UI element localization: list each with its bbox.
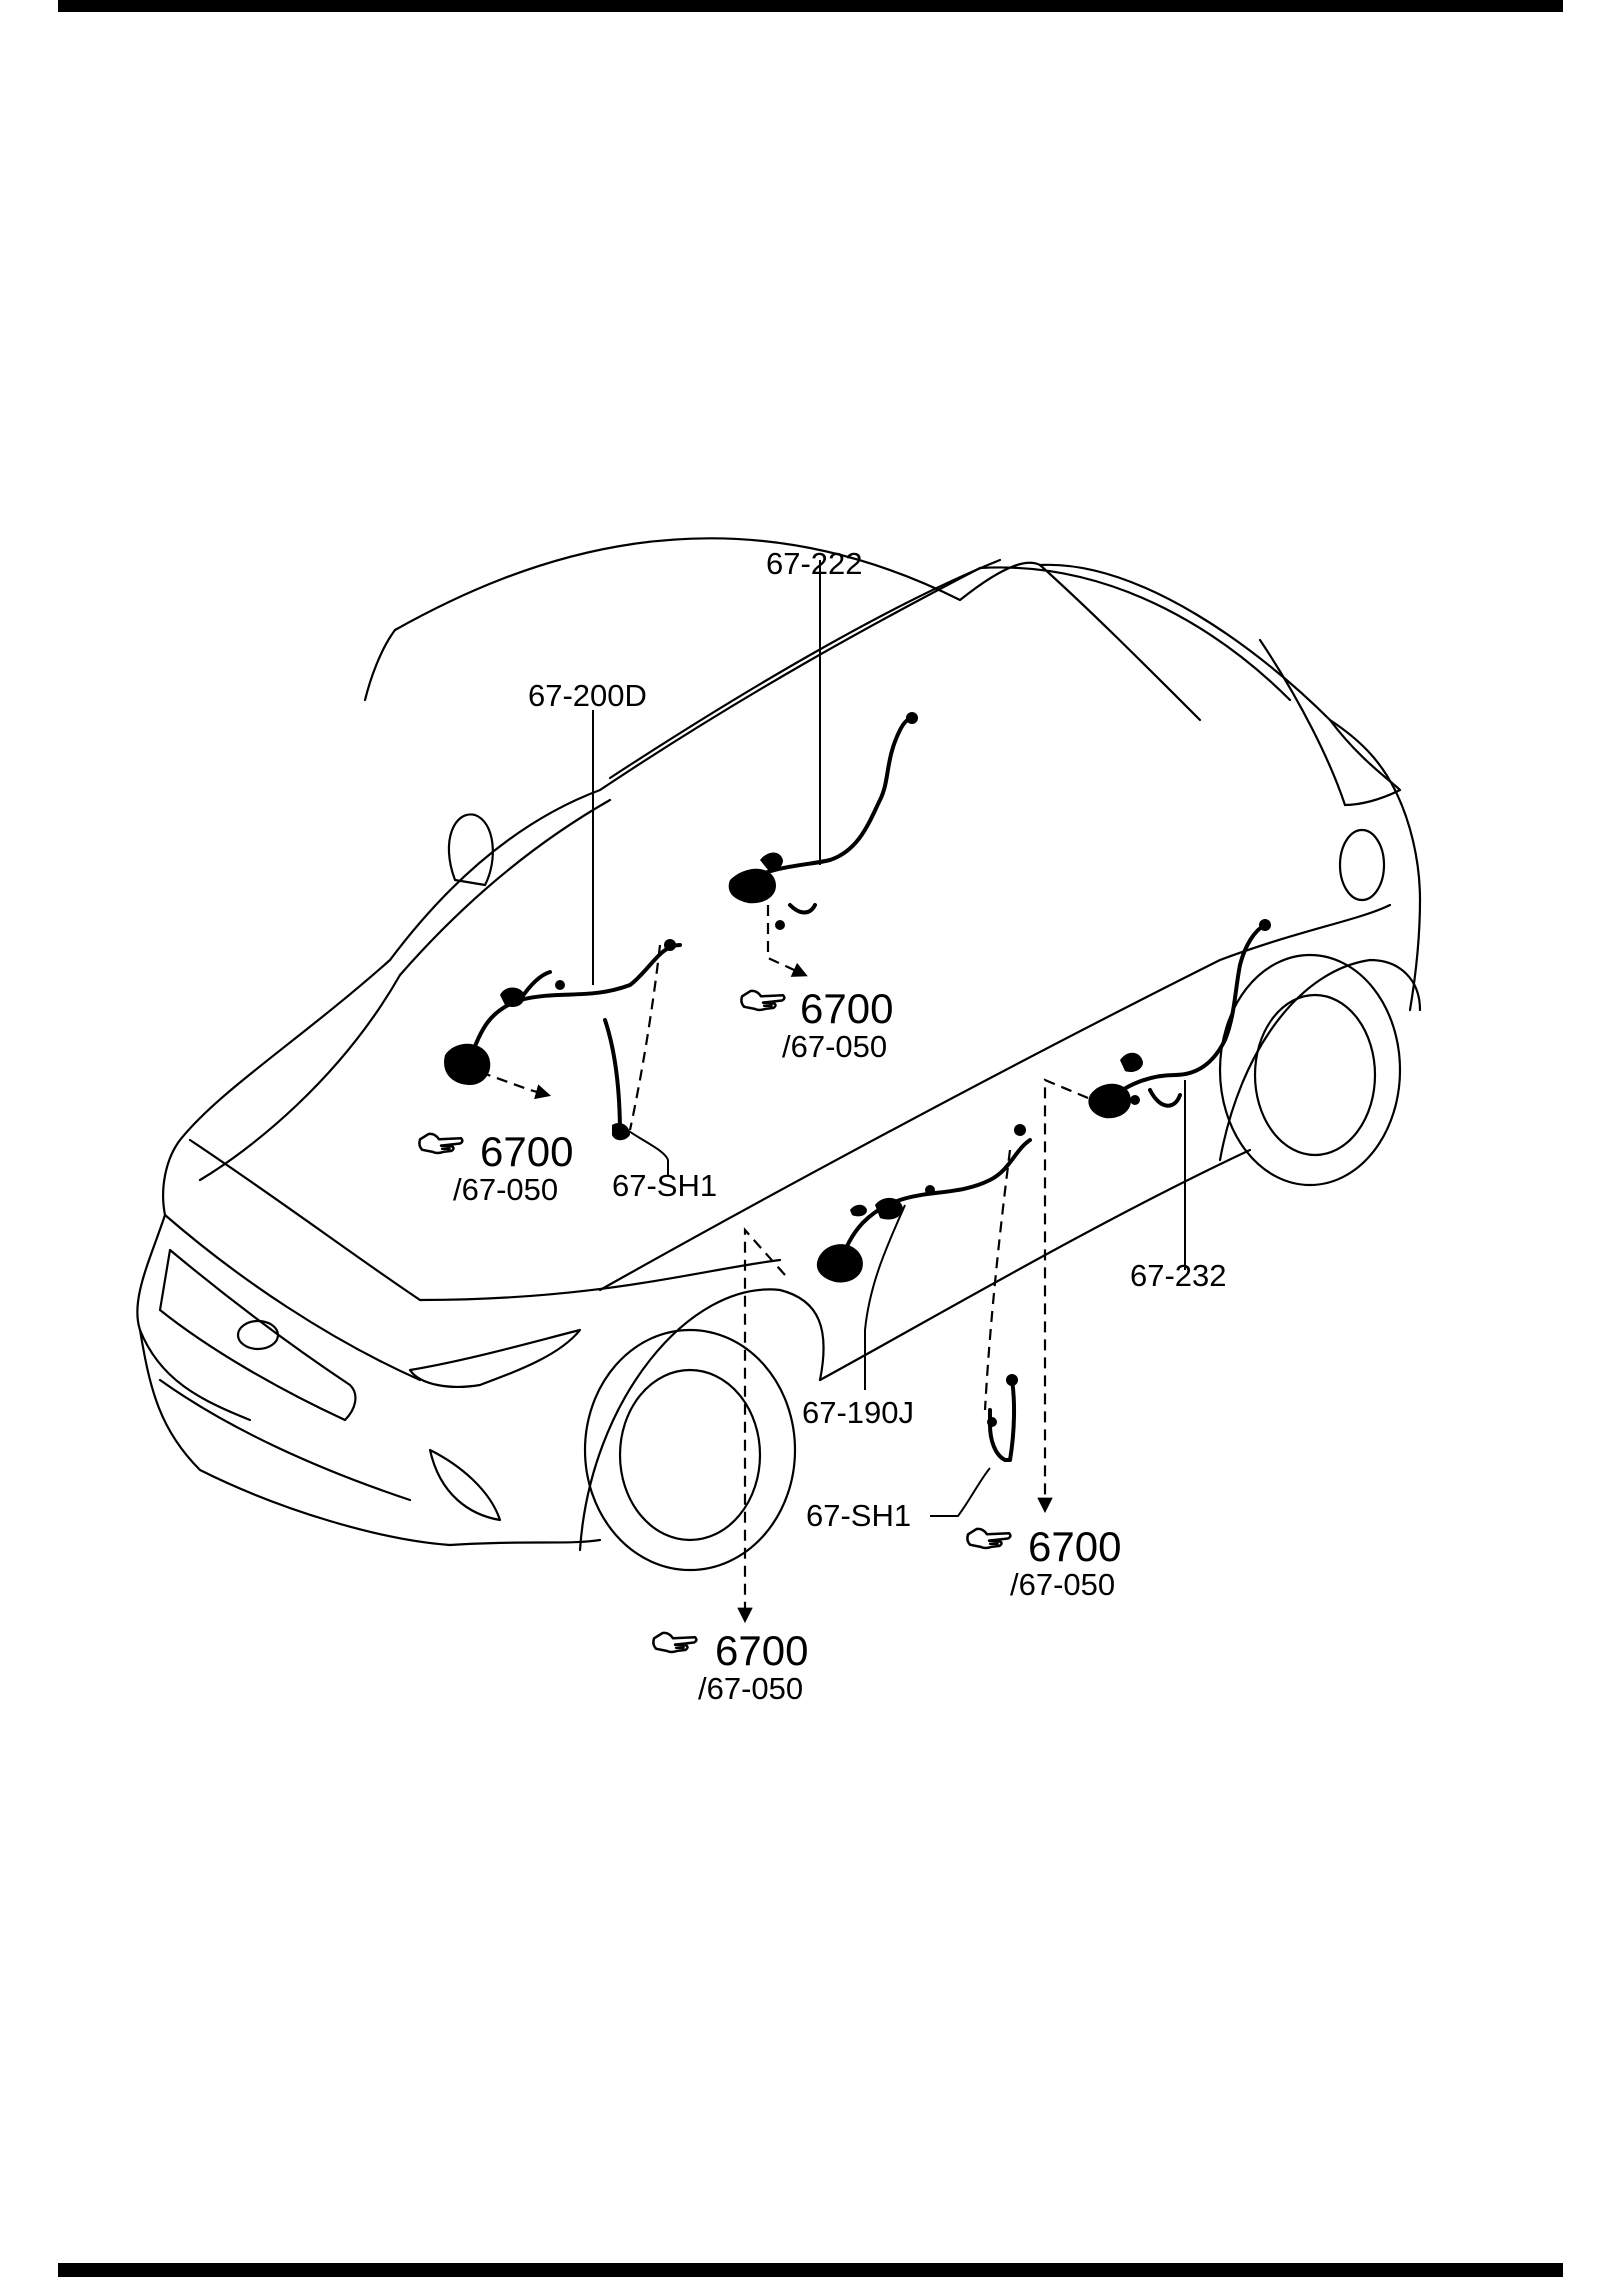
pointing-hand-icon — [740, 989, 786, 1012]
reference-sub: /67-050 — [782, 1029, 887, 1064]
reference-sub: /67-050 — [453, 1172, 558, 1207]
reference-front-door[interactable]: 6700 /67-050 — [652, 1627, 808, 1706]
harness-67-232 — [1088, 919, 1271, 1119]
label-67-222: 67-222 — [766, 546, 863, 581]
pointing-hand-icon — [966, 1527, 1012, 1550]
harness-67-200d — [444, 939, 682, 1141]
reference-front-left[interactable]: 6700 /67-050 — [418, 1128, 573, 1207]
leader-lines — [592, 560, 1186, 1517]
label-67-200d: 67-200D — [528, 678, 647, 713]
top-border-bar — [58, 0, 1563, 12]
vehicle-outline — [136, 537, 1422, 1572]
label-67-sh1-front: 67-SH1 — [612, 1168, 717, 1203]
reference-number: 6700 — [480, 1128, 573, 1175]
reference-sub: /67-050 — [698, 1671, 803, 1706]
reference-roof[interactable]: 6700 /67-050 — [740, 985, 893, 1064]
reference-number: 6700 — [800, 985, 893, 1032]
reference-rear-door[interactable]: 6700 /67-050 — [966, 1523, 1121, 1602]
reference-sub: /67-050 — [1010, 1567, 1115, 1602]
harness-67-sh1-rear — [987, 1374, 1018, 1462]
pointing-hand-icon — [418, 1132, 464, 1155]
pointing-hand-icon — [652, 1631, 698, 1654]
reference-arrows — [479, 905, 1089, 1624]
reference-number: 6700 — [715, 1627, 808, 1674]
harness-67-222 — [728, 712, 918, 930]
reference-number: 6700 — [1028, 1523, 1121, 1570]
label-67-sh1-rear: 67-SH1 — [806, 1498, 911, 1533]
part-labels: 67-200D 67-222 67-SH1 67-232 67-190J 67-… — [528, 546, 1227, 1533]
bottom-border-bar — [58, 2263, 1563, 2277]
label-67-232: 67-232 — [1130, 1258, 1227, 1293]
label-67-190j: 67-190J — [802, 1395, 914, 1430]
harness-67-190j — [816, 1124, 1032, 1283]
